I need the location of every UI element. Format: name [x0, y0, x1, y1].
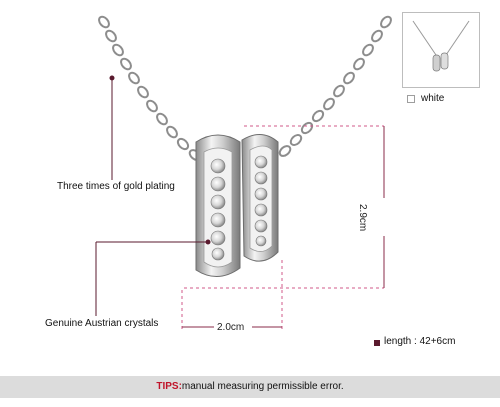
color-label: white — [421, 93, 445, 104]
ring-left — [195, 134, 241, 277]
chain-right — [278, 15, 392, 157]
length-bullet-icon — [374, 340, 380, 346]
tips-key: TIPS: — [156, 381, 182, 392]
callout-lines — [95, 75, 211, 316]
ring-right — [241, 134, 279, 262]
height-dimension-label: 2.9cm — [357, 204, 368, 232]
color-swatch-icon[interactable] — [407, 95, 415, 103]
length-label: length : 42+6cm — [384, 336, 456, 347]
plating-callout-label: Three times of gold plating — [57, 181, 175, 192]
dimension-arrows — [182, 126, 385, 328]
thumbnail-necklace-image — [412, 20, 470, 72]
crystals-callout-label: Genuine Austrian crystals — [45, 318, 159, 329]
pendant-necklace-image — [95, 15, 392, 332]
dimension-guides — [181, 125, 384, 332]
chain-left — [98, 15, 202, 161]
width-dimension-label: 2.0cm — [217, 322, 245, 333]
tips-bar: TIPS:manual measuring permissible error. — [0, 376, 500, 398]
thumbnail-box[interactable] — [402, 12, 480, 88]
tips-text: manual measuring permissible error. — [181, 381, 344, 392]
